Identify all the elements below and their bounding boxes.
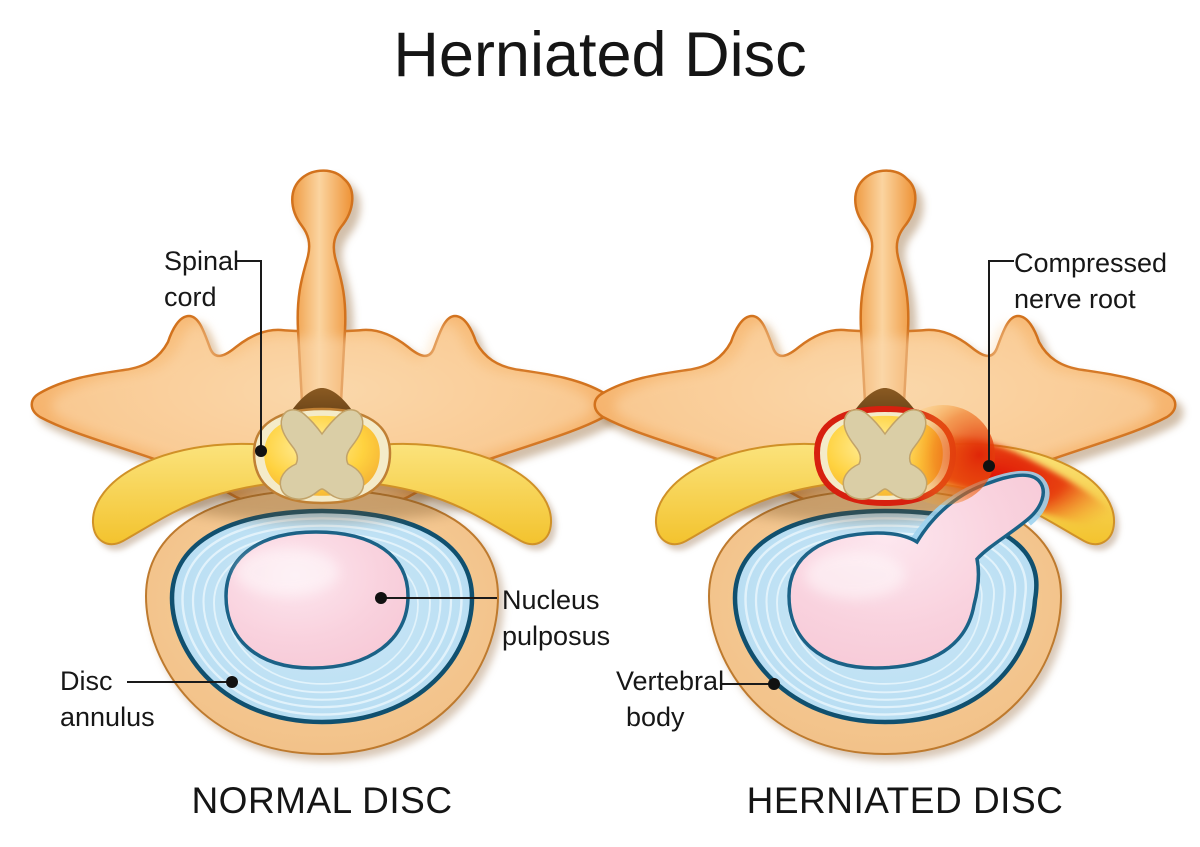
label-nucleus-pulposus-line1: Nucleus <box>502 585 600 615</box>
dot-compressed-nerve-root <box>983 460 995 472</box>
label-vertebral-body: Vertebral body <box>616 663 724 735</box>
disc <box>145 489 499 755</box>
label-vertebral-body-line1: Vertebral <box>616 666 725 696</box>
dot-nucleus-pulposus <box>375 592 387 604</box>
label-compressed-nerve-root: Compressed nerve root <box>1014 245 1167 317</box>
label-spinal-cord: Spinal cord <box>164 243 239 315</box>
nucleus-highlight <box>235 548 339 596</box>
spinal-cord <box>252 407 392 505</box>
caption-herniated-disc: HERNIATED DISC <box>746 780 1064 821</box>
label-nucleus-pulposus: Nucleus pulposus <box>502 582 610 654</box>
label-compressed-nerve-root-line2: nerve root <box>1014 284 1136 314</box>
dot-spinal-cord <box>255 445 267 457</box>
label-spinal-cord-line2: cord <box>164 282 217 312</box>
herniated-disc-illustration <box>593 169 1177 755</box>
label-disc-annulus: Disc annulus <box>60 663 155 735</box>
nucleus-highlight <box>805 551 905 599</box>
normal-disc-illustration <box>30 169 614 755</box>
label-disc-annulus-line1: Disc <box>60 666 113 696</box>
page-title: Herniated Disc <box>393 20 807 90</box>
leader-compressed-nerve-root <box>988 260 1014 464</box>
dot-disc-annulus <box>226 676 238 688</box>
caption-normal-disc: NORMAL DISC <box>191 780 453 821</box>
label-vertebral-body-line2: body <box>626 702 685 732</box>
leader-lines <box>127 260 1014 685</box>
label-disc-annulus-line2: annulus <box>60 702 155 732</box>
leader-dots <box>226 445 995 690</box>
dot-vertebral-body <box>768 678 780 690</box>
compressed-spinal-cord <box>817 405 995 505</box>
label-compressed-nerve-root-line1: Compressed <box>1014 248 1168 278</box>
label-spinal-cord-line1: Spinal <box>164 246 240 276</box>
herniated-nucleus-pulposus <box>787 473 1045 670</box>
leader-spinal-cord <box>237 260 262 449</box>
label-nucleus-pulposus-line2: pulposus <box>502 621 611 651</box>
